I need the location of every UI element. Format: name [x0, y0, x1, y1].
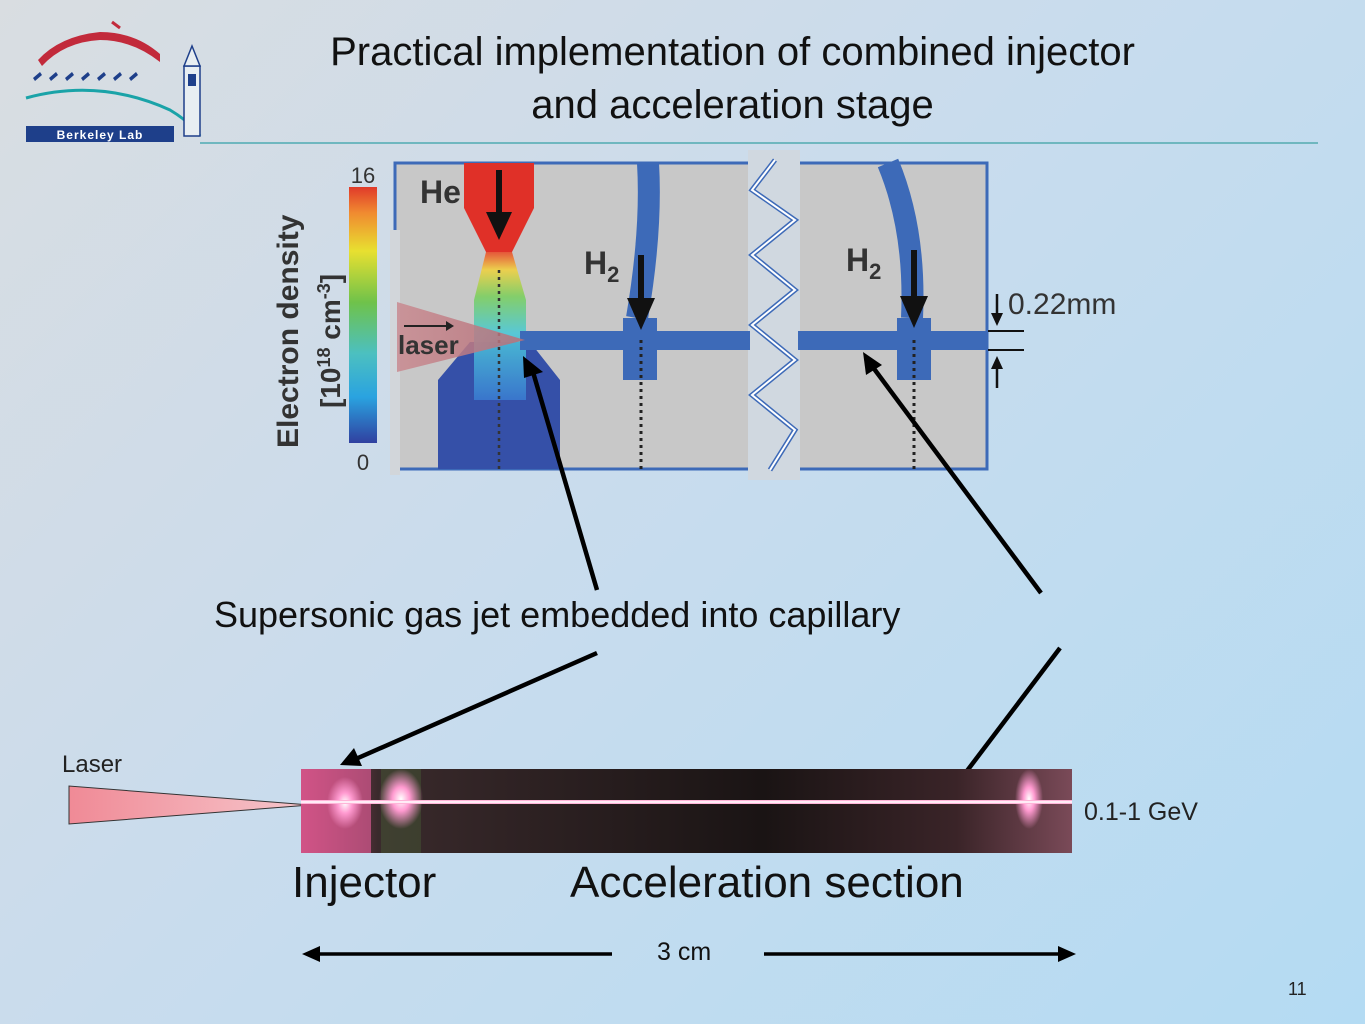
colorbar [349, 187, 377, 443]
laser-label: laser [398, 330, 459, 360]
laser-cone [68, 785, 311, 825]
h2-label-1: H2 [584, 245, 619, 287]
colorbar-max: 16 [351, 163, 375, 188]
h2-flow-arrow-2 [900, 296, 928, 328]
injector-label: Injector [292, 858, 437, 907]
h2-label-2: H2 [846, 242, 881, 284]
h2-flow-arrow-1 [627, 298, 655, 330]
logo-text: Berkeley Lab [57, 128, 144, 142]
laser-text: Laser [62, 751, 123, 778]
he-flow-arrow [486, 212, 512, 240]
colorbar-units: [1018 cm-3] [314, 274, 346, 408]
he-label: He [420, 174, 461, 210]
title-underline [200, 142, 1318, 144]
colorbar-title: Electron density [272, 214, 305, 448]
acceleration-section-label: Acceleration section [570, 858, 964, 907]
length-label: 3 cm [657, 938, 712, 966]
berkeley-lab-logo: Berkeley Lab [25, 20, 202, 142]
electron-density-figure: 16 0 Electron density [1018 cm-3] [272, 150, 1116, 480]
figure-caption: Supersonic gas jet embedded into capilla… [214, 594, 901, 635]
colorbar-min: 0 [357, 450, 369, 475]
slide-title-line-2: and acceleration stage [531, 83, 934, 127]
page-number: 11 [1288, 979, 1307, 999]
slide-title-line-1: Practical implementation of combined inj… [330, 30, 1135, 74]
energy-label: 0.1-1 GeV [1084, 798, 1198, 826]
diameter-label: 0.22mm [1008, 288, 1116, 321]
capillary-channel-right [798, 331, 987, 350]
slide-title: Practical implementation of combined inj… [230, 26, 1235, 132]
capillary-photo [301, 769, 1072, 853]
laser-beam [397, 302, 525, 372]
